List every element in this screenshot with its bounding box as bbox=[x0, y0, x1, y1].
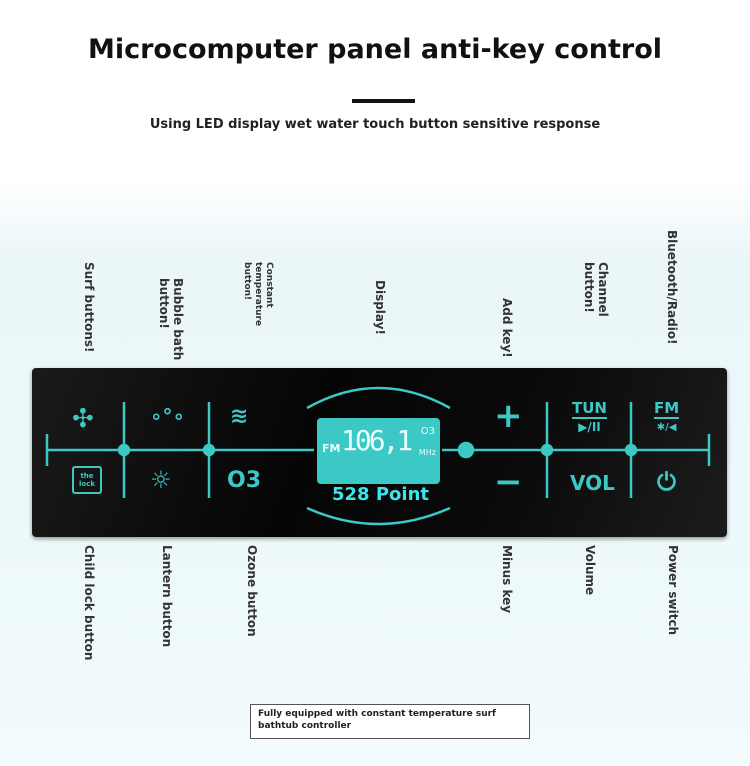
label-constant: Constant temperature button! bbox=[242, 262, 274, 327]
subtitle: Using LED display wet water touch button… bbox=[149, 117, 601, 132]
label-bluetooth: Bluetooth/Radio! bbox=[665, 230, 679, 345]
panel-lines bbox=[45, 386, 711, 526]
fm-text: FM bbox=[654, 399, 680, 419]
minus-button[interactable]: − bbox=[494, 462, 523, 502]
label-add: Add key! bbox=[500, 298, 514, 358]
label-power: Power switch bbox=[666, 545, 680, 636]
title-divider bbox=[352, 99, 415, 103]
lcd-display: FM 106,1 O3 MHz bbox=[317, 418, 440, 484]
lock-button[interactable]: the lock bbox=[72, 466, 102, 494]
lock-text: the lock bbox=[78, 472, 95, 488]
ozone-button[interactable]: O3 bbox=[227, 468, 262, 493]
bt-text: ✱/◀ bbox=[656, 422, 677, 433]
lcd-fm: FM bbox=[322, 442, 341, 455]
lcd-o3: O3 bbox=[420, 426, 435, 437]
label-surf: Surf buttons! bbox=[82, 262, 96, 353]
label-display: Display! bbox=[373, 280, 387, 335]
lcd-frequency: 106,1 bbox=[341, 424, 413, 457]
power-button[interactable]: ⏻ bbox=[657, 468, 676, 496]
footer-caption: Fully equipped with constant temperature… bbox=[250, 704, 530, 739]
lantern-icon[interactable]: ☼ bbox=[150, 466, 172, 494]
channel-button[interactable]: TUN▶/II bbox=[572, 400, 607, 436]
label-volume: Volume bbox=[583, 545, 597, 596]
page-title: Microcomputer panel anti-key control bbox=[87, 34, 663, 65]
plus-button[interactable]: + bbox=[494, 396, 523, 436]
play-text: ▶/II bbox=[578, 420, 601, 434]
label-bubble: Bubble bath button! bbox=[157, 278, 185, 361]
label-child-lock: Child lock button bbox=[82, 545, 96, 661]
bubble-icon[interactable]: ∘°∘ bbox=[150, 404, 186, 428]
heat-icon[interactable]: ≋ bbox=[230, 404, 249, 429]
label-ozone: Ozone button bbox=[245, 545, 259, 637]
label-minus: Minus key bbox=[500, 545, 514, 614]
label-channel: Channel button! bbox=[582, 262, 610, 317]
fan-icon[interactable]: ✣ bbox=[72, 404, 94, 434]
bluetooth-radio-button[interactable]: FM ✱/◀ bbox=[654, 399, 680, 436]
tun-text: TUN bbox=[572, 399, 607, 419]
volume-button[interactable]: VOL bbox=[570, 471, 615, 495]
label-lantern: Lantern button bbox=[160, 545, 174, 648]
control-panel: ✣ the lock ∘°∘ ☼ ≋ O3 FM 106,1 O3 MHz 52… bbox=[32, 368, 727, 537]
lcd-unit: MHz bbox=[418, 448, 436, 457]
point-overlay: 528 Point bbox=[332, 484, 429, 505]
